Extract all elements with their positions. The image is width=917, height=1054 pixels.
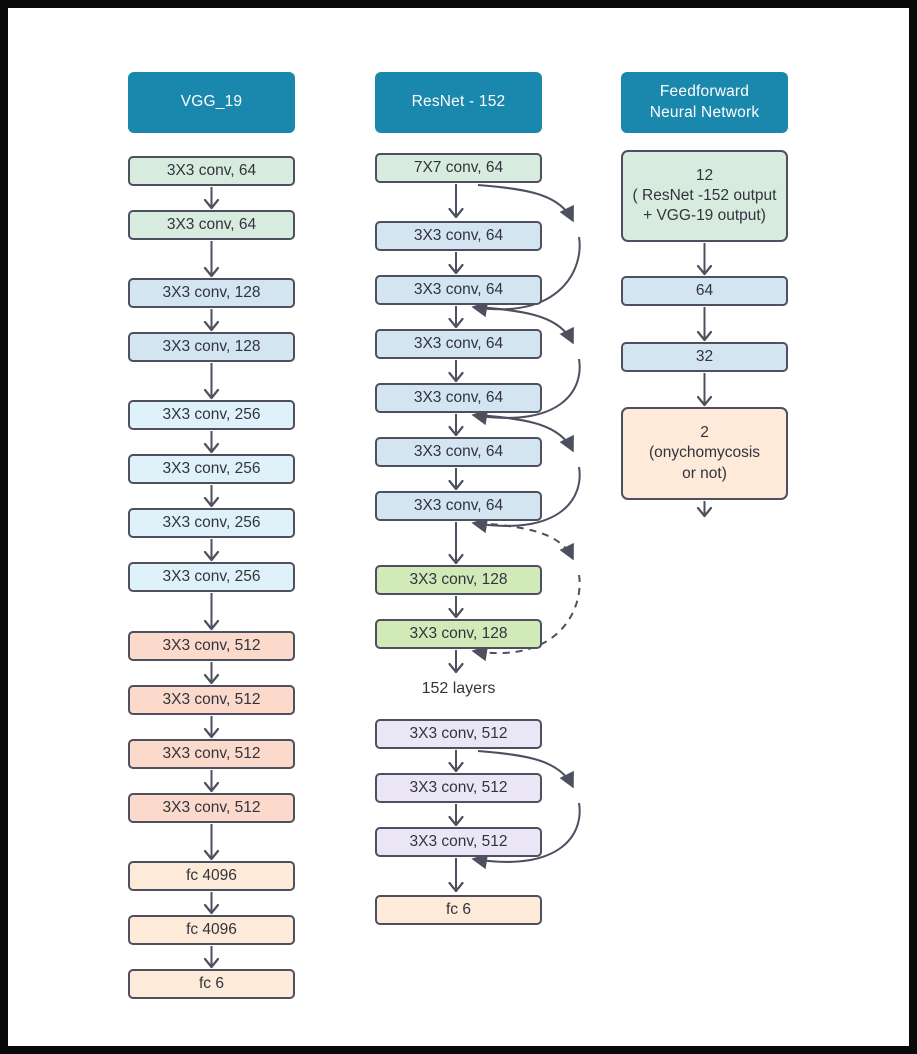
vgg-node: 3X3 conv, 128 (128, 332, 295, 362)
vgg-node: 3X3 conv, 256 (128, 454, 295, 484)
resnet-node: 3X3 conv, 128 (375, 619, 542, 649)
resnet-152-layers-label: 152 layers (421, 680, 496, 697)
vgg-node: 3X3 conv, 512 (128, 685, 295, 715)
vgg-node: 3X3 conv, 512 (128, 631, 295, 661)
vgg-node: 3X3 conv, 512 (128, 739, 295, 769)
resnet-node: 3X3 conv, 64 (375, 221, 542, 251)
resnet-node: 3X3 conv, 128 (375, 565, 542, 595)
vgg-node: 3X3 conv, 64 (128, 210, 295, 240)
resnet-node: 3X3 conv, 512 (375, 827, 542, 857)
vgg-node: 3X3 conv, 256 (128, 400, 295, 430)
vgg-node: 3X3 conv, 256 (128, 562, 295, 592)
feedforward-output-node: 2 (onychomycosis or not) (621, 407, 788, 500)
resnet-node: 3X3 conv, 64 (375, 329, 542, 359)
resnet-node: 3X3 conv, 64 (375, 275, 542, 305)
feedforward-node: 32 (621, 342, 788, 372)
resnet-node: 3X3 conv, 512 (375, 773, 542, 803)
resnet-node: 3X3 conv, 64 (375, 383, 542, 413)
resnet-node: 3X3 conv, 64 (375, 437, 542, 467)
feedforward-node: 64 (621, 276, 788, 306)
vgg-node: fc 4096 (128, 861, 295, 891)
resnet-header: ResNet - 152 (375, 72, 542, 133)
vgg-node: 3X3 conv, 256 (128, 508, 295, 538)
vgg-node: fc 6 (128, 969, 295, 999)
resnet-node: fc 6 (375, 895, 542, 925)
resnet-node: 3X3 conv, 64 (375, 491, 542, 521)
resnet-node: 7X7 conv, 64 (375, 153, 542, 183)
feedforward-header: Feedforward Neural Network (621, 72, 788, 133)
vgg-header: VGG_19 (128, 72, 295, 133)
vgg-node: 3X3 conv, 128 (128, 278, 295, 308)
vgg-node: 3X3 conv, 64 (128, 156, 295, 186)
vgg-node: fc 4096 (128, 915, 295, 945)
feedforward-input-node: 12 ( ResNet -152 output + VGG-19 output) (621, 150, 788, 242)
resnet-node: 3X3 conv, 512 (375, 719, 542, 749)
vgg-node: 3X3 conv, 512 (128, 793, 295, 823)
